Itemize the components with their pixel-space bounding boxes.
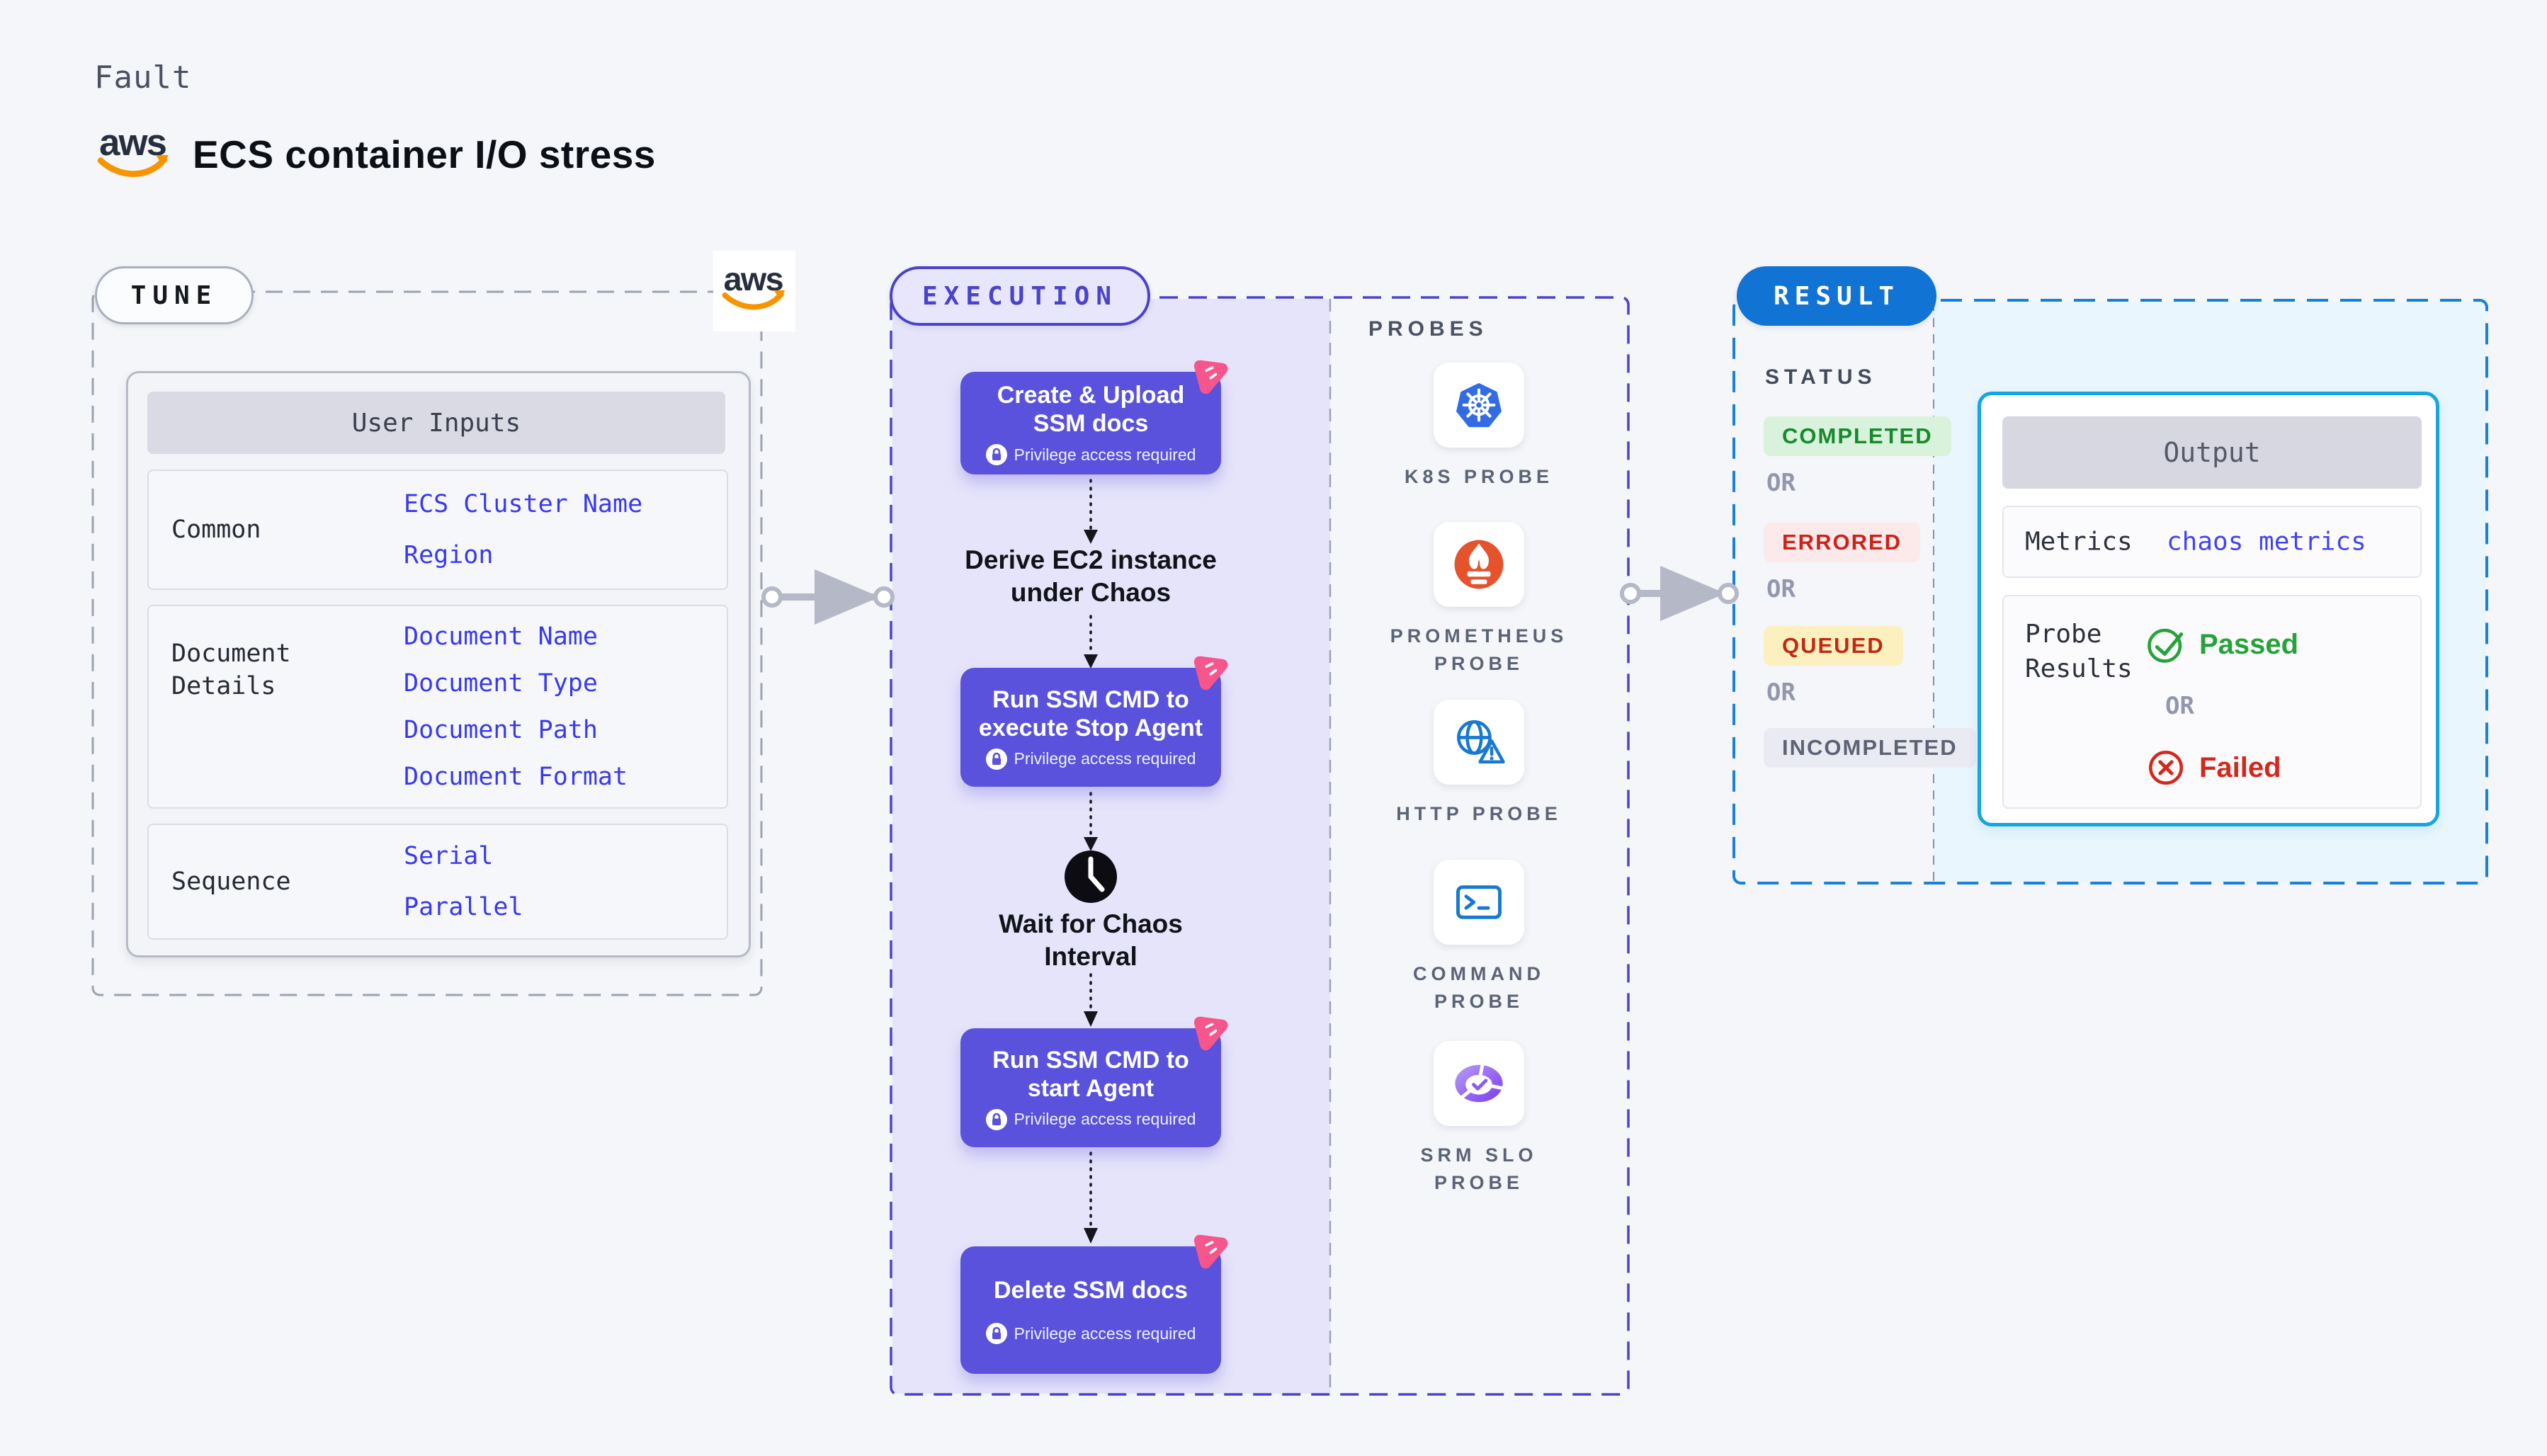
privilege-badge: Privilege access required: [985, 1108, 1196, 1130]
status-heading: STATUS: [1765, 365, 1877, 389]
aws-logo-icon: aws: [97, 125, 169, 177]
input-value: Serial: [404, 842, 494, 870]
passed-check-icon: [2148, 628, 2184, 663]
result-badge: RESULT: [1737, 266, 1936, 326]
user-inputs-card: User Inputs Common ECS Cluster Name Regi…: [126, 371, 751, 957]
chaos-logo-icon: [1193, 1234, 1228, 1269]
prometheus-icon: [1454, 540, 1504, 589]
status-badge-incompleted: INCOMPLETED: [1764, 728, 1976, 768]
clock-icon: [1065, 851, 1117, 903]
probe-tile: [1434, 522, 1524, 607]
probe-label: HTTP PROBE: [1396, 803, 1562, 824]
probe-item-command: COMMAND PROBE: [1351, 860, 1606, 1016]
wait-step-label: Wait for Chaos Interval: [999, 909, 1183, 971]
step-card-delete-ssm-docs: Delete SSM docs Privilege access require…: [960, 1234, 1228, 1374]
probe-tile: [1434, 860, 1524, 945]
input-value: Region: [404, 541, 494, 569]
page-title-eyebrow: Fault: [94, 59, 192, 96]
input-value: Document Path: [404, 716, 598, 744]
probe-results-row: Probe Results Passed OR Failed: [2002, 595, 2422, 809]
probe-label: SRM SLO PROBE: [1420, 1144, 1538, 1194]
metrics-row: Metrics chaos metrics: [2002, 506, 2422, 578]
failed-result: Failed: [2145, 747, 2281, 788]
privilege-badge: Privilege access required: [985, 444, 1196, 465]
input-group-sequence: Sequence Serial Parallel: [147, 824, 728, 940]
input-group-common: Common ECS Cluster Name Region: [147, 470, 728, 590]
derive-step-label: Derive EC2 instance under Chaos: [965, 545, 1217, 607]
privilege-badge: Privilege access required: [985, 1323, 1196, 1344]
probe-tile: [1434, 363, 1524, 448]
passed-result: Passed: [2145, 624, 2298, 665]
chaos-logo-icon: [1193, 656, 1228, 690]
page-title: ECS container I/O stress: [193, 132, 656, 176]
lock-icon: [985, 1323, 1007, 1344]
step-title: Delete SSM docs: [994, 1277, 1188, 1304]
probe-tile: [1434, 1041, 1524, 1126]
output-header: Output: [2002, 416, 2422, 489]
lock-icon: [985, 444, 1007, 465]
probe-tile: [1434, 700, 1524, 785]
svg-text:aws: aws: [724, 261, 783, 297]
or-separator: OR: [1766, 575, 1796, 603]
chaos-logo-icon: [1193, 360, 1228, 394]
probe-label: K8S PROBE: [1404, 466, 1554, 487]
metrics-label: Metrics: [2025, 527, 2133, 557]
execution-badge: EXECUTION: [890, 266, 1150, 326]
output-card: Output Metrics chaos metrics Probe Resul…: [1978, 392, 2439, 826]
tune-badge: TUNE: [95, 266, 254, 324]
slo-gauge-icon: [1455, 1064, 1503, 1103]
probe-results-label: Probe Results: [2025, 620, 2133, 683]
step-title: Run SSM CMD to execute Stop Agent: [978, 686, 1203, 741]
step-card-create-upload-ssm-docs: Create & Upload SSM docs Privilege acces…: [960, 360, 1228, 474]
privilege-badge: Privilege access required: [985, 748, 1196, 770]
tune-aws-logo-patch: aws: [713, 251, 795, 331]
probe-item-srm-slo: SRM SLO PROBE: [1351, 1041, 1606, 1197]
aws-logo-word: aws: [99, 125, 166, 164]
privilege-label: Privilege access required: [1014, 749, 1196, 768]
input-group-label: Sequence: [171, 867, 291, 896]
or-separator: OR: [1766, 469, 1796, 497]
probe-item-prometheus: PROMETHEUS PROBE: [1351, 522, 1606, 678]
lock-icon: [985, 1108, 1007, 1130]
probe-item-k8s: K8S PROBE: [1351, 363, 1606, 491]
probes-heading: PROBES: [1368, 317, 1488, 341]
metrics-value: chaos metrics: [2167, 527, 2366, 557]
step-title: Run SSM CMD to start Agent: [992, 1046, 1189, 1102]
step-card-run-ssm-start-agent: Run SSM CMD to start Agent Privilege acc…: [960, 1016, 1228, 1147]
input-value: Document Type: [404, 669, 598, 698]
user-inputs-header: User Inputs: [147, 392, 725, 454]
privilege-label: Privilege access required: [1014, 1324, 1196, 1343]
or-separator: OR: [1766, 678, 1796, 707]
input-value: Document Name: [404, 622, 598, 651]
input-group-document-details: Document Details Document Name Document …: [147, 605, 728, 809]
privilege-label: Privilege access required: [1014, 1110, 1196, 1128]
step-card-run-ssm-stop-agent: Run SSM CMD to execute Stop Agent Privil…: [960, 656, 1228, 787]
failed-label: Failed: [2199, 751, 2281, 783]
chaos-logo-icon: [1193, 1016, 1228, 1051]
passed-label: Passed: [2199, 628, 2299, 660]
lock-icon: [985, 748, 1007, 770]
step-title: Create & Upload SSM docs: [997, 382, 1185, 437]
http-globe-icon: [1457, 720, 1505, 764]
status-badge-completed: COMPLETED: [1764, 416, 1951, 456]
tune-aws-logo-icon: aws: [722, 261, 785, 310]
privilege-label: Privilege access required: [1014, 445, 1196, 464]
input-value: ECS Cluster Name: [404, 490, 643, 518]
terminal-icon: [1456, 885, 1502, 919]
failed-x-icon: [2148, 750, 2184, 785]
status-badge-errored: ERRORED: [1764, 523, 1921, 562]
probe-item-http: HTTP PROBE: [1351, 700, 1606, 828]
input-group-label: Common: [171, 515, 261, 544]
status-badge-queued: QUEUED: [1764, 626, 1903, 666]
input-value: Parallel: [404, 893, 523, 921]
probe-label: PROMETHEUS PROBE: [1390, 625, 1568, 675]
kubernetes-icon: [1456, 382, 1502, 428]
or-separator: OR: [2165, 692, 2194, 720]
input-group-label: Document Details: [171, 639, 291, 701]
probe-label: COMMAND PROBE: [1413, 963, 1545, 1013]
input-value: Document Format: [404, 763, 628, 791]
